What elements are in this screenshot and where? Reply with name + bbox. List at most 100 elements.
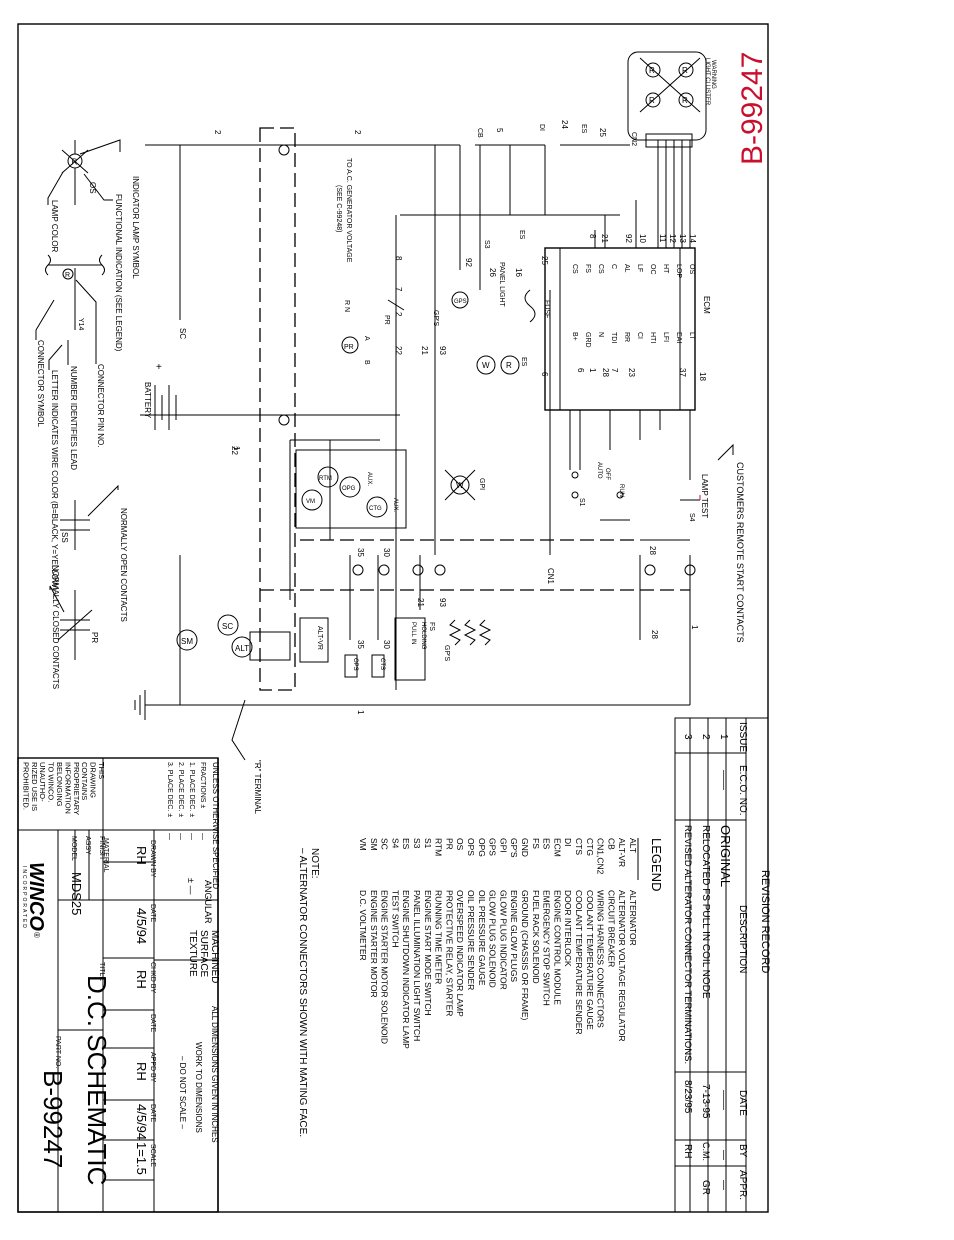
see-label: (SEE C-99248)	[335, 185, 342, 232]
pr-relay-icon	[341, 336, 359, 354]
ops-label: OPS	[352, 658, 358, 671]
key-connector-r: R	[65, 272, 70, 279]
off-label: OFF	[604, 468, 610, 480]
cluster-r-3: R	[649, 96, 655, 105]
sc-label: SC	[222, 622, 233, 631]
ecm-pin-right: TDI	[610, 332, 617, 343]
part-number: B-99247	[38, 1070, 68, 1168]
key-connector-icon	[62, 268, 74, 280]
legend-code: VM	[358, 838, 368, 851]
proprietary-line: PROHIBITED.	[21, 762, 30, 810]
label-material: MATERIAL	[102, 838, 109, 873]
ecm-pin-right: GRD	[584, 332, 591, 348]
tol-angular: ANGULAR	[203, 880, 213, 924]
legend-desc: ENGINE GLOW PLUGS	[509, 890, 519, 982]
wire-number: 28	[650, 630, 659, 639]
col-eco: E.C.O. NO.	[737, 765, 748, 816]
ecm-pin-left: LF	[636, 264, 643, 272]
lamp-test-label: LAMP TEST	[700, 474, 709, 518]
wire-number-top: 8	[588, 234, 597, 239]
legend-heading: LEGEND	[649, 838, 664, 891]
ecm-pin-left: CS	[597, 264, 604, 274]
note-text: – ALTERNATOR CONNECTORS SHOWN WITH MATIN…	[297, 848, 308, 1137]
cluster-r-2: R	[682, 66, 688, 75]
legend-desc: D.C. VOLTMETER	[358, 890, 368, 961]
proprietary-line: TO WINCO.	[47, 762, 56, 802]
key-connector-symbol: CONNECTOR SYMBOL	[36, 340, 45, 428]
rev1-eco: ——	[718, 770, 729, 790]
key-connector-pin: CONNECTOR PIN NO.	[96, 364, 105, 447]
drawing-number-red: B-99247	[736, 52, 769, 165]
legend-desc: ALTERNATOR	[628, 890, 638, 946]
fs-coil-block	[394, 617, 426, 681]
gps-coil-label: GP'S	[443, 645, 450, 661]
legend-desc: GROUND (CHASSIS OR FRAME)	[520, 890, 530, 1021]
rtm-icon	[317, 466, 339, 488]
ecm-pin-left: CS	[571, 264, 578, 274]
proprietary-line: DRAWING	[89, 762, 98, 798]
title-block: THISDRAWINGCONTAINSPROPRIETARYINFORMATIO…	[17, 757, 220, 1213]
legend-code: S1	[423, 838, 433, 849]
fs-label: FS	[428, 622, 435, 631]
vm-label: VM	[306, 499, 315, 505]
wire-number: 21	[416, 598, 425, 607]
tol-heading: UNLESS OTHERWISE SPECIFIED	[211, 762, 220, 889]
proprietary-line: PROPRIETARY	[72, 762, 81, 815]
rev2-date: 7-13-95	[700, 1084, 711, 1119]
legend-code: ALT	[628, 838, 638, 853]
label-title: TITLE	[98, 962, 105, 981]
panel-light-lamp-icon	[476, 355, 496, 375]
legend-code: CB	[606, 838, 616, 850]
rev1-date: ——	[718, 1090, 729, 1110]
es-lamp-label: ES	[520, 357, 527, 367]
symbol-key: R OS INDICATOR LAMP SYMBOL FUNCTIONAL IN…	[35, 139, 140, 689]
starter-motor-icon	[176, 629, 198, 651]
cluster-light-cluster: LIGHT CLUSTER	[704, 58, 710, 106]
ground-icon	[134, 690, 146, 720]
harness-connector-icon	[412, 564, 424, 576]
tol-fractions: FRACTIONS ±	[199, 762, 206, 808]
key-number-lead: NUMBER IDENTIFIES LEAD	[69, 366, 78, 470]
rn-label: R N	[343, 300, 350, 312]
to-ac-label: TO A.C. GENERATOR VOLTAGE	[345, 158, 352, 263]
wire-number: 8	[394, 256, 403, 261]
col-appr: APPR.	[737, 1170, 748, 1200]
wire-number-bottom: 7	[610, 368, 619, 373]
legend-desc: ENGINE STARTER MOTOR SOLENOID	[380, 890, 390, 1044]
rev3-date: 8/23/95	[682, 1080, 693, 1114]
sc-wire-label: SC	[178, 328, 187, 339]
legend-desc: ENGINE SHUTDOWN INDICATOR LAMP	[401, 890, 411, 1049]
rev2-description: RELOCATED FS PULL IN COIL NODE	[700, 825, 711, 999]
fuse-icon	[524, 289, 536, 323]
wire-number: 1	[356, 710, 365, 715]
cn2-label: CN2	[630, 132, 637, 146]
rev1-appr: —	[718, 1180, 729, 1190]
cluster-lamp-icon-1	[645, 62, 661, 78]
rev1-by: —	[718, 1150, 729, 1160]
lamp-r-5: R	[506, 361, 512, 370]
drawn-date-value: 4/5/94	[134, 908, 149, 944]
ecm-pin-left: HT	[662, 264, 669, 274]
proprietary-line: BELONGING	[55, 762, 64, 807]
legend-desc: COOLANT TEMPERATURE GAUGE	[585, 890, 595, 1030]
harness-connector-icon	[684, 564, 696, 576]
holding-label: HOLDING	[420, 622, 426, 650]
wire-number: 2	[353, 130, 362, 135]
ctg-icon	[366, 496, 388, 518]
winco-logo: WINCO ® INCORPORATED	[21, 862, 47, 938]
cluster-lamp-icon-3	[645, 92, 661, 108]
ecm-pin-right: LFI	[662, 332, 669, 342]
col-issue: ISSUE	[737, 722, 748, 752]
label-model: MODEL	[70, 836, 77, 861]
wire-number-bottom: 28	[601, 368, 610, 377]
legend-code: S4	[390, 838, 400, 849]
ecm-pin-left: OC	[649, 264, 656, 275]
model-value: MDS25	[69, 872, 84, 915]
tol-one: 1. PLACE DEC. ±	[188, 762, 195, 817]
ecm-pin-right: N	[597, 332, 604, 337]
legend-desc: OIL PRESSURE SENDER	[466, 890, 476, 990]
col-by: BY	[737, 1144, 748, 1158]
legend-desc: COOLANT TEMPERATURE SENDER	[574, 890, 584, 1035]
